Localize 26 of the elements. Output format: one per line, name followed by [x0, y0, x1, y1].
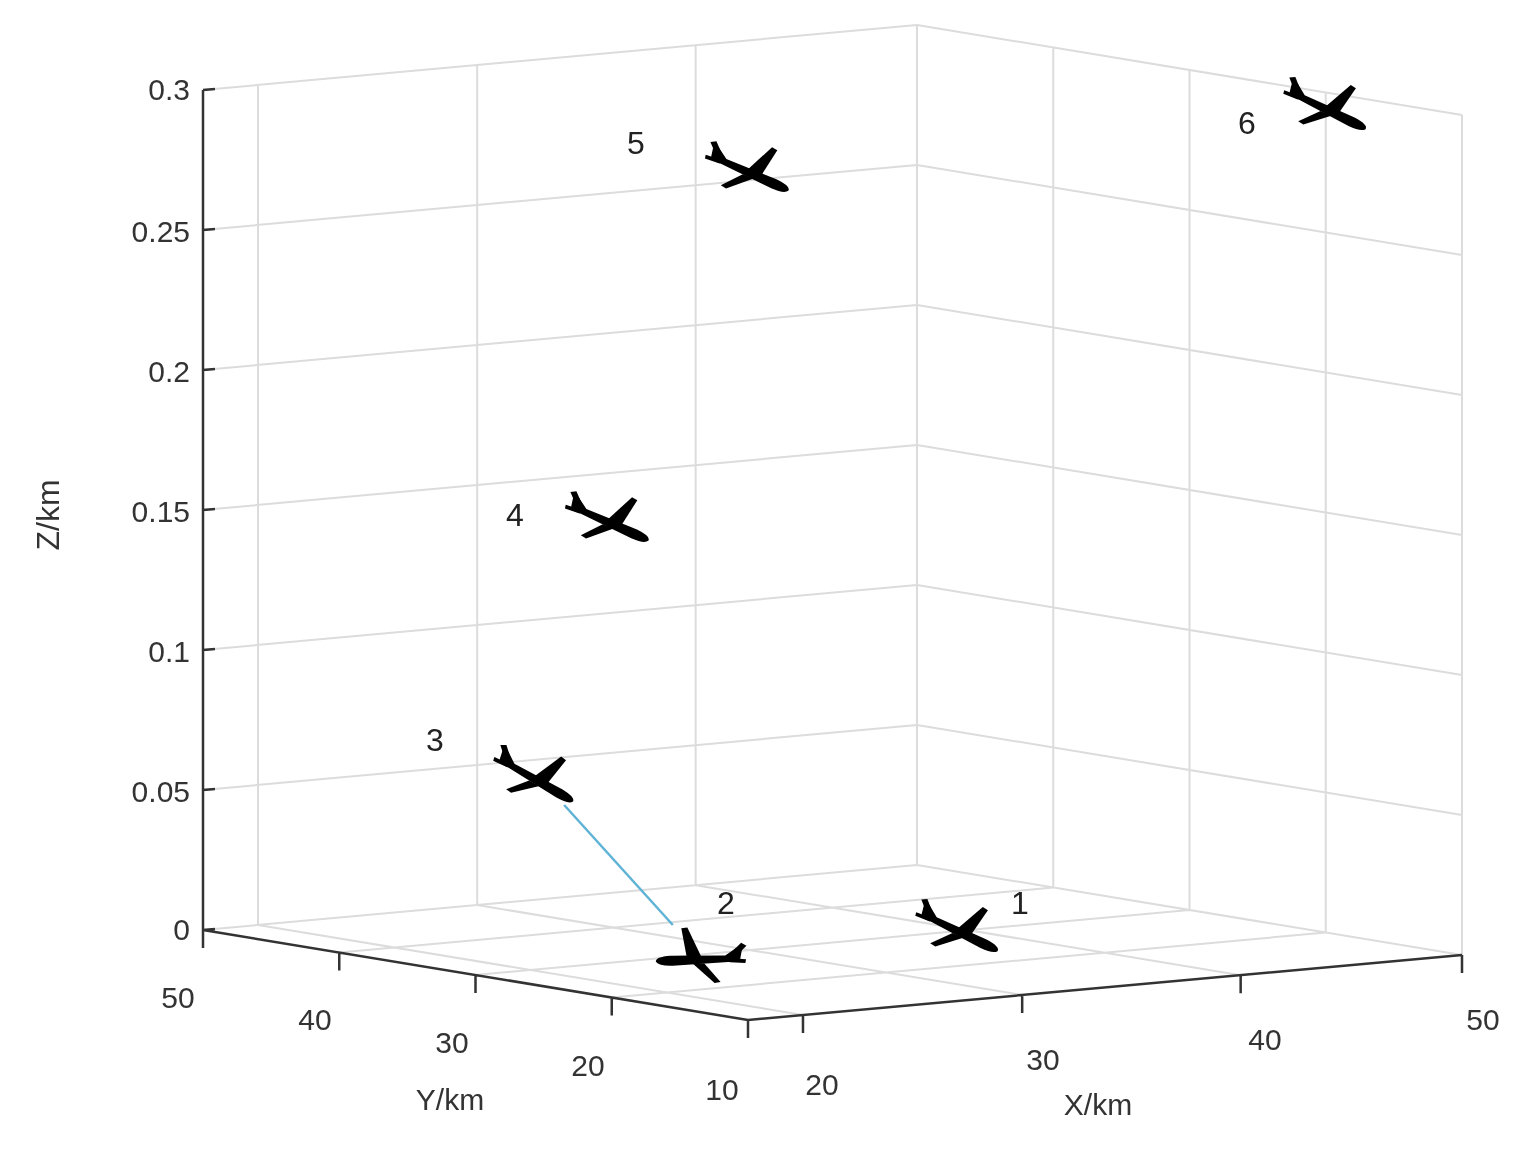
- tick-label: 20: [571, 1051, 605, 1081]
- plane-number: 5: [627, 127, 645, 159]
- tick-label: 0.25: [131, 217, 190, 247]
- axis-title: Z/km: [32, 479, 64, 551]
- tick-label: 0.1: [148, 637, 190, 667]
- tick-label: 50: [161, 983, 195, 1013]
- axis-title: X/km: [1063, 1090, 1133, 1120]
- tick-label: 40: [1248, 1025, 1282, 1055]
- plane-number: 2: [717, 887, 735, 919]
- connector-line: [563, 804, 674, 926]
- plane-number: 6: [1238, 107, 1256, 139]
- tick-label: 0.15: [131, 497, 190, 527]
- tick-label: 0.2: [148, 357, 190, 387]
- tick-label: 10: [705, 1075, 739, 1105]
- tick-label: 30: [1026, 1045, 1060, 1075]
- plane-number: 1: [1011, 887, 1029, 919]
- tick-label: 0.3: [148, 75, 190, 105]
- tick-label: 0: [173, 915, 190, 945]
- plane-number: 4: [506, 499, 524, 531]
- tick-label: 40: [298, 1005, 332, 1035]
- tick-label: 30: [435, 1028, 469, 1058]
- tick-label: 20: [805, 1070, 839, 1100]
- tick-label: 50: [1466, 1005, 1500, 1035]
- plane-number: 3: [426, 724, 444, 756]
- tick-label: 0.05: [131, 777, 190, 807]
- axis-title: Y/km: [415, 1085, 485, 1115]
